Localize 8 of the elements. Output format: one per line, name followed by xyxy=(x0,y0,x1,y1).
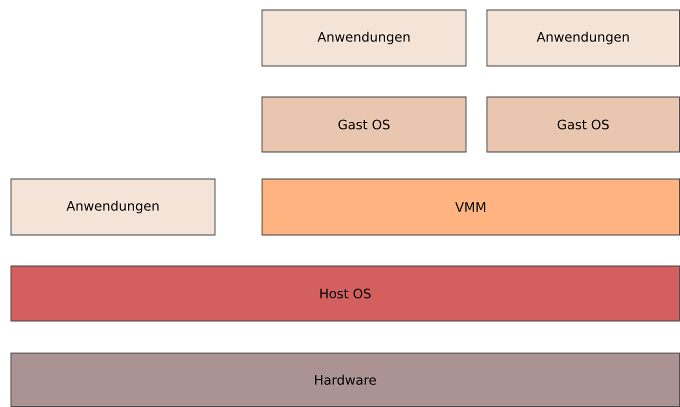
vmm-box: VMM xyxy=(262,178,680,236)
application-box: Anwendungen xyxy=(10,178,216,236)
guest-os-box: Gast OS xyxy=(486,96,680,152)
hardware-box: Hardware xyxy=(10,352,680,407)
guest-os-box: Gast OS xyxy=(262,96,466,152)
application-box: Anwendungen xyxy=(262,10,466,66)
host-os-box: Host OS xyxy=(10,266,680,322)
application-box: Anwendungen xyxy=(486,10,680,66)
